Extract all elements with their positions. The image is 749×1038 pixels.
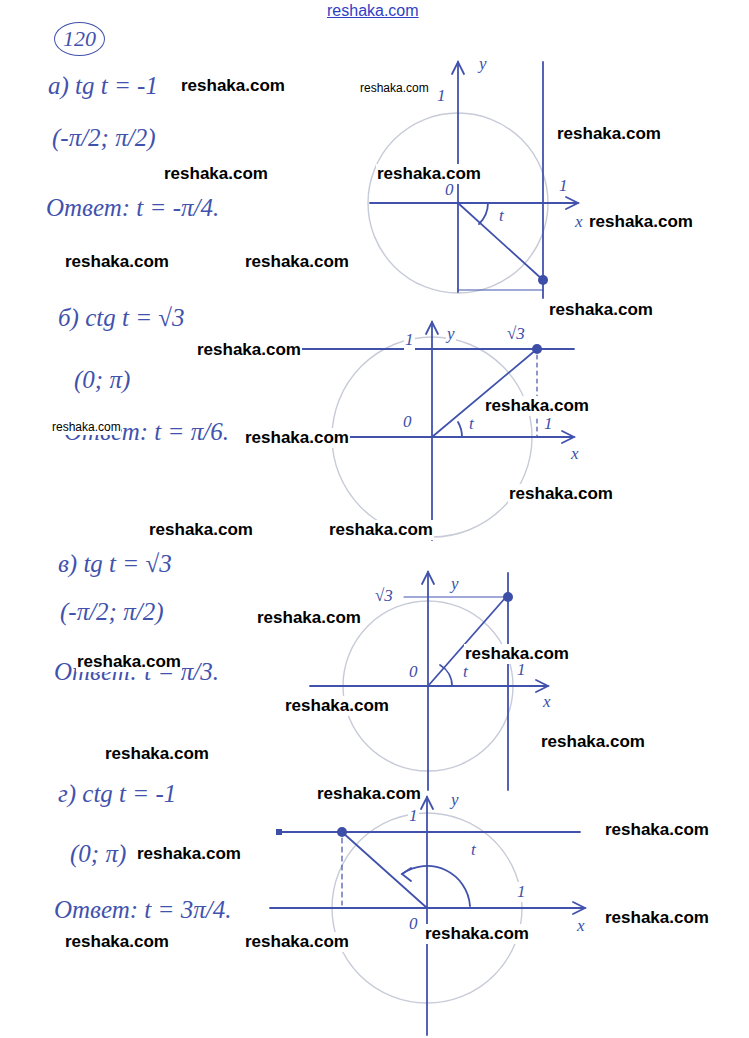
handwritten-line: Ответ: t = 3π/4. — [54, 896, 231, 925]
handwritten-line: (-π/2; π/2) — [52, 124, 156, 153]
axis-label: x — [576, 916, 586, 936]
watermark: reshaka.com — [508, 484, 614, 504]
watermark: reshaka.com — [180, 76, 286, 96]
handwritten-line: (0; π) — [70, 840, 126, 869]
watermark: reshaka.com — [148, 520, 254, 540]
problem-number: 120 — [63, 26, 96, 52]
watermark: reshaka.com — [244, 428, 350, 448]
watermark: reshaka.com — [327, 2, 419, 20]
watermark: reshaka.com — [284, 696, 390, 716]
axis-label: t — [462, 662, 469, 682]
handwritten-line: Ответ: t = -π/4. — [46, 194, 219, 223]
handwritten-line: (-π/2; π/2) — [60, 598, 164, 627]
watermark: reshaka.com — [163, 164, 269, 184]
axis-label: √3 — [374, 586, 394, 606]
watermark: reshaka.com — [196, 340, 302, 360]
watermark: reshaka.com — [556, 124, 662, 144]
watermark: reshaka.com — [604, 908, 710, 928]
watermark: reshaka.com — [548, 300, 654, 320]
watermark: reshaka.com — [316, 784, 422, 804]
handwritten-line: (0; π) — [74, 366, 130, 395]
axis-label: y — [450, 574, 460, 594]
axis-label: x — [574, 212, 584, 232]
watermark: reshaka.com — [244, 932, 350, 952]
axis-label: 0 — [408, 662, 419, 682]
watermark: reshaka.com — [64, 932, 170, 952]
watermark: reshaka.com — [328, 520, 434, 540]
axis-label: x — [542, 692, 552, 712]
watermark: reshaka.com — [52, 421, 121, 435]
watermark: reshaka.com — [376, 164, 482, 184]
watermark: reshaka.com — [136, 844, 242, 864]
watermark: reshaka.com — [604, 820, 710, 840]
axis-label: t — [470, 840, 477, 860]
watermark: reshaka.com — [424, 924, 530, 944]
watermark: reshaka.com — [244, 252, 350, 272]
axis-label: t — [498, 206, 505, 226]
axis-label: 1 — [408, 806, 419, 826]
axis-label: 0 — [408, 914, 419, 934]
watermark: reshaka.com — [484, 396, 590, 416]
watermark: reshaka.com — [588, 212, 694, 232]
watermark: reshaka.com — [360, 82, 429, 96]
axis-label: 0 — [402, 412, 413, 432]
handwritten-line: в) tg t = √3 — [58, 550, 172, 579]
problem-number-circle: 120 — [54, 22, 105, 56]
watermark: reshaka.com — [256, 608, 362, 628]
axis-label: 1 — [436, 86, 447, 106]
handwritten-line: г) ctg t = -1 — [58, 780, 176, 809]
axis-label: t — [468, 414, 475, 434]
axis-label: 1 — [543, 414, 554, 434]
watermark: reshaka.com — [64, 252, 170, 272]
axis-label: 1 — [404, 330, 415, 350]
watermark: reshaka.com — [464, 644, 570, 664]
handwritten-line: а) tg t = -1 — [48, 72, 158, 101]
watermark: reshaka.com — [540, 732, 646, 752]
axis-label: 1 — [558, 176, 569, 196]
watermark: reshaka.com — [76, 652, 182, 672]
axis-label: √3 — [506, 324, 526, 344]
axis-label: y — [450, 790, 460, 810]
watermark: reshaka.com — [104, 744, 210, 764]
axis-label: 1 — [516, 882, 527, 902]
axis-label: y — [478, 54, 488, 74]
axis-label: y — [446, 324, 456, 344]
axis-label: x — [570, 444, 580, 464]
handwritten-line: б) ctg t = √3 — [58, 304, 184, 333]
